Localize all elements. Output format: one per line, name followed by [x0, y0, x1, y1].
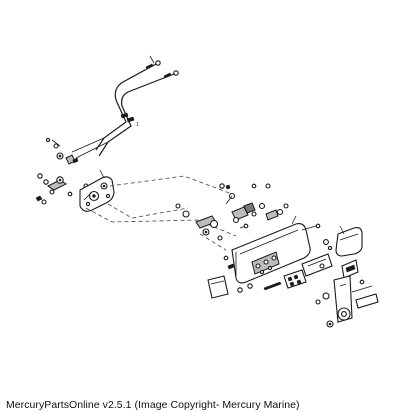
remote-control-housing: [223, 223, 311, 284]
svg-text:1: 1: [136, 122, 139, 128]
leader-lines: [51, 139, 345, 235]
cable-end-fitting: [173, 70, 179, 76]
alignment-lines: [85, 175, 237, 251]
indicator-strip: [301, 253, 333, 277]
cable-end-fitting: [155, 60, 161, 66]
cable-assembly: 1: [71, 55, 179, 159]
left-hardware: [35, 137, 89, 205]
exploded-parts-diagram: 1: [35, 55, 379, 328]
decal-plates: [207, 253, 333, 299]
small-decal: [207, 275, 229, 299]
image-copyright-caption: MercuryPartsOnline v2.5.1 (Image Copyrig…: [6, 399, 300, 411]
shaft-hardware: [175, 183, 289, 241]
shift-gear-housing: [79, 176, 115, 212]
handle-knob: [335, 227, 363, 257]
control-handle-assembly: [301, 223, 379, 328]
